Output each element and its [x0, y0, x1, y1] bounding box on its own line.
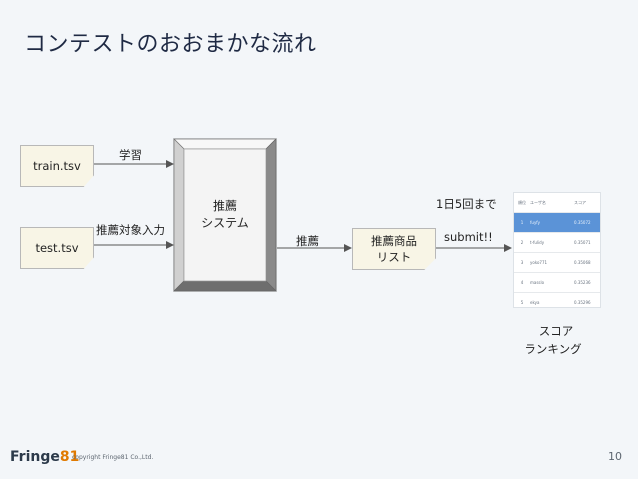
table-row: 3 yoko771 0.35068 — [514, 253, 600, 273]
ranking-cell-rank: 5 — [520, 300, 524, 305]
recommended-list-note: 推薦商品 リスト — [352, 228, 436, 270]
table-row: 2 t-fulidy 0.35071 — [514, 233, 600, 253]
ranking-cell-rank: 2 — [520, 240, 524, 245]
test-tsv-note: test.tsv — [20, 227, 94, 269]
slide-title: コンテストのおおまかな流れ — [24, 32, 317, 57]
copyright-text: copyright Fringe81 Co.,Ltd. — [72, 454, 154, 461]
ranking-cell-score: 0.35296 — [574, 300, 591, 305]
list-label-line1: 推薦商品 — [371, 234, 417, 248]
score-ranking-caption: スコア ランキング — [524, 322, 588, 358]
recommendation-system-box — [173, 138, 277, 292]
logo-accent: 81 — [59, 449, 80, 465]
ranking-cell-user: masslo — [530, 280, 545, 285]
train-tsv-note: train.tsv — [20, 145, 94, 187]
edge-label-input: 推薦対象入力 — [96, 223, 165, 237]
ranking-cell-rank: 1 — [520, 220, 524, 225]
score-caption-line1: スコア — [538, 324, 574, 338]
table-row: 1 fuyfy 0.35072 — [514, 213, 600, 233]
ranking-header-rank: 順位 — [518, 199, 526, 205]
test-tsv-label: test.tsv — [35, 241, 79, 255]
ranking-cell-rank: 3 — [520, 260, 524, 265]
ranking-cell-user: fuyfy — [530, 220, 541, 225]
ranking-header-score: スコア — [574, 199, 586, 205]
list-label-line2: リスト — [376, 250, 412, 264]
page-number: 10 — [608, 450, 622, 463]
ranking-cell-score: 0.35071 — [574, 240, 591, 245]
ranking-cell-user: yoko771 — [530, 260, 548, 265]
table-row: 5 ekya 0.35296 — [514, 293, 600, 312]
ranking-header-user: ユーザ名 — [530, 199, 546, 205]
score-ranking-table: 順位 ユーザ名 スコア 1 fuyfy 0.35072 2 t-fulidy 0… — [513, 192, 601, 308]
ranking-cell-score: 0.35068 — [574, 260, 591, 265]
edge-label-learn: 学習 — [119, 148, 142, 162]
ranking-cell-score: 0.35072 — [574, 220, 591, 225]
ranking-cell-rank: 4 — [520, 280, 524, 285]
score-caption-line2: ランキング — [524, 342, 582, 356]
train-tsv-label: train.tsv — [33, 159, 81, 173]
edge-label-daily-limit: 1日5回まで — [436, 197, 497, 211]
system-label-line2: システム — [201, 216, 249, 230]
system-label-line1: 推薦 — [212, 199, 237, 213]
ranking-cell-user: t-fulidy — [530, 240, 545, 245]
logo-text: Fringe — [10, 449, 60, 465]
ranking-header-row: 順位 ユーザ名 スコア — [514, 193, 600, 213]
edge-label-recommend: 推薦 — [296, 234, 319, 248]
table-row: 4 masslo 0.35236 — [514, 273, 600, 293]
company-logo: Fringe81 — [10, 449, 79, 465]
ranking-cell-score: 0.35236 — [574, 280, 591, 285]
edge-label-submit: submit!! — [444, 230, 493, 244]
ranking-cell-user: ekya — [530, 300, 540, 305]
recommendation-system-label: 推薦 システム — [175, 140, 275, 290]
